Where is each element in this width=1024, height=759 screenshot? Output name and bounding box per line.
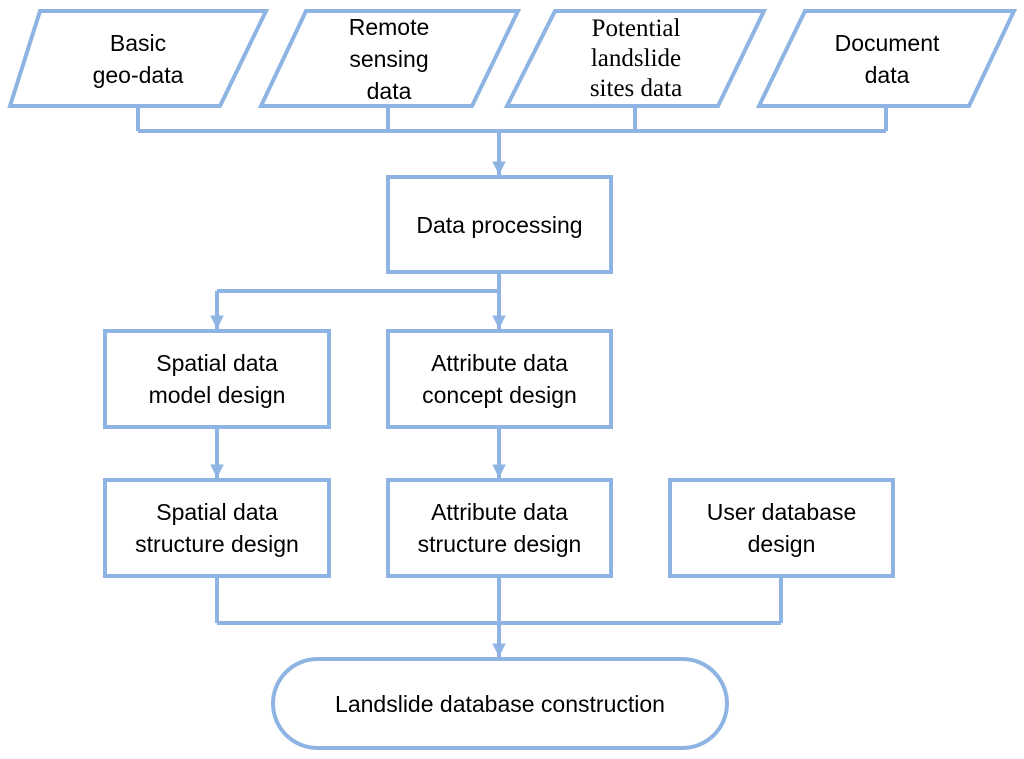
data-processing-label: Data processing <box>416 211 583 238</box>
remote-sensing-data-label: Remote sensing data <box>348 13 430 104</box>
inputs-merge-connector <box>136 106 888 133</box>
user-database-design-label: User database design <box>706 499 857 557</box>
potential-landslide-sites-data-label: Potential landslide sites data <box>589 14 683 102</box>
basic-geo-data-shape <box>7 9 270 108</box>
attribute-structure-design-label: Attribute data structure design <box>417 499 582 557</box>
remote-sensing-data-shape <box>257 9 522 108</box>
processing-split-connector <box>217 272 501 293</box>
basic-geo-data-label: Basic geo-data <box>92 29 184 88</box>
structures-merge-connector <box>215 576 783 625</box>
landslide-database-construction-terminal <box>271 657 729 750</box>
document-data-shape <box>755 9 1018 108</box>
attribute-concept-design-label: Attribute data concept design <box>422 350 577 408</box>
document-data-label: Document data <box>834 29 940 88</box>
landslide-database-construction-label: Landslide database construction <box>335 690 665 717</box>
spatial-model-design-label: Spatial data model design <box>148 350 286 408</box>
potential-landslide-sites-data-shape <box>503 9 768 108</box>
spatial-structure-design-label: Spatial data structure design <box>135 499 299 557</box>
